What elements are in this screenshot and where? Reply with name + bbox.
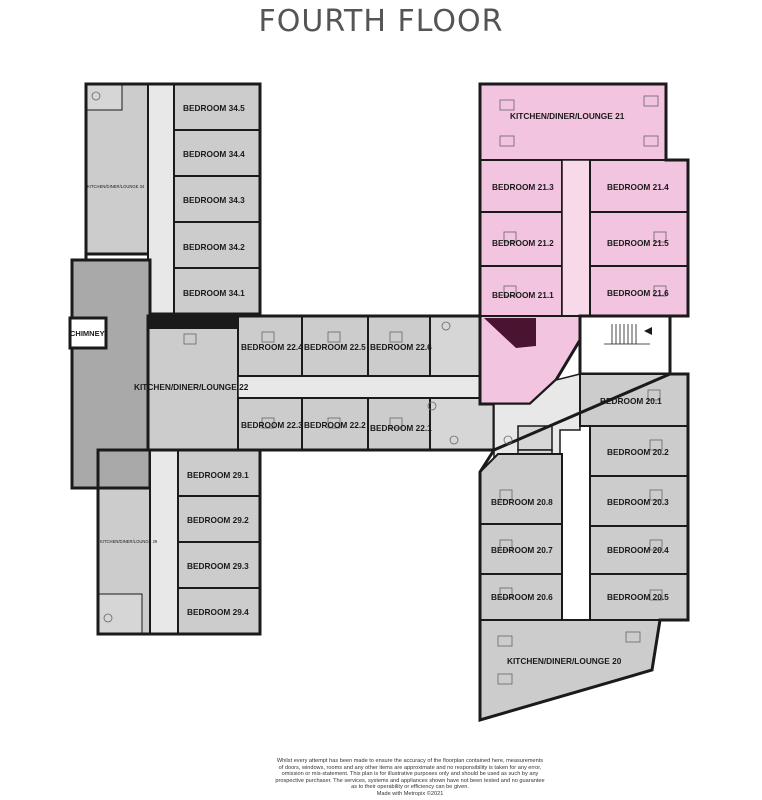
label-kitchen-34: KITCHEN/DINER/LOUNGE 34: [87, 184, 145, 189]
label-bedroom-22-3: BEDROOM 22.3: [241, 420, 303, 430]
wing-22: [146, 314, 496, 452]
label-bedroom-20-1: BEDROOM 20.1: [600, 396, 662, 406]
label-bedroom-21-3: BEDROOM 21.3: [492, 182, 554, 192]
bedroom-29-4[interactable]: [177, 587, 261, 635]
bathroom-29[interactable]: [97, 593, 143, 635]
label-bedroom-21-6: BEDROOM 21.6: [607, 288, 669, 298]
bedroom-21-3[interactable]: [479, 159, 563, 213]
disclaimer: Whilst every attempt has been made to en…: [240, 758, 580, 798]
label-bedroom-21-5: BEDROOM 21.5: [607, 238, 669, 248]
bedroom-20-7[interactable]: [479, 523, 563, 575]
bedroom-20-8[interactable]: [479, 453, 563, 525]
bathroom-22-b[interactable]: [429, 397, 495, 451]
label-bedroom-20-2: BEDROOM 20.2: [607, 447, 669, 457]
riser-21: [484, 318, 536, 348]
label-bedroom-29-3: BEDROOM 29.3: [187, 561, 249, 571]
corridor-21: [561, 159, 591, 317]
disclaimer-line: Made with Metropix ©2021: [376, 790, 444, 797]
corridor-34: [147, 83, 175, 315]
bedroom-22-1[interactable]: [367, 397, 431, 451]
bedroom-34-1[interactable]: [173, 267, 261, 315]
label-bedroom-34-1: BEDROOM 34.1: [183, 288, 245, 298]
wing-34: [84, 82, 262, 316]
kitchen-34[interactable]: [84, 82, 152, 256]
kitchen-22[interactable]: [147, 327, 239, 451]
bedroom-22-2[interactable]: [301, 397, 369, 451]
label-bedroom-22-5: BEDROOM 22.5: [304, 342, 366, 352]
kitchen-21[interactable]: [479, 83, 667, 161]
label-kitchen-21: KITCHEN/DINER/LOUNGE 21: [510, 111, 625, 121]
disclaimer-line: prospective purchaser. The services, sys…: [275, 777, 545, 784]
label-bedroom-20-3: BEDROOM 20.3: [607, 497, 669, 507]
stairwell-right: [578, 314, 672, 376]
label-bedroom-22-2: BEDROOM 22.2: [304, 420, 366, 430]
stair-block: [70, 258, 152, 490]
label-bedroom-29-1: BEDROOM 29.1: [187, 470, 249, 480]
label-bedroom-20-8: BEDROOM 20.8: [491, 497, 553, 507]
disclaimer-line: of doors, windows, rooms and any other i…: [278, 764, 542, 771]
bedroom-20-4[interactable]: [589, 525, 689, 575]
label-bedroom-20-4: BEDROOM 20.4: [607, 545, 669, 555]
riser-bar: [148, 316, 240, 328]
bedroom-20-2[interactable]: [589, 425, 689, 477]
label-bedroom-34-4: BEDROOM 34.4: [183, 149, 245, 159]
label-bedroom-21-2: BEDROOM 21.2: [492, 238, 554, 248]
label-bedroom-22-6: BEDROOM 22.6: [370, 342, 432, 352]
label-bedroom-29-4: BEDROOM 29.4: [187, 607, 249, 617]
label-bedroom-34-3: BEDROOM 34.3: [183, 195, 245, 205]
arrow-left-icon: [644, 327, 652, 335]
label-bedroom-34-2: BEDROOM 34.2: [183, 242, 245, 252]
corridor-22: [237, 375, 489, 399]
disclaimer-line: omission or mis-statement. This plan is …: [281, 771, 539, 778]
label-bedroom-20-7: BEDROOM 20.7: [491, 545, 553, 555]
fixtures: [91, 91, 667, 685]
label-bedroom-21-1: BEDROOM 21.1: [492, 290, 554, 300]
kitchen-20[interactable]: [479, 619, 662, 722]
bathroom-22-a[interactable]: [429, 315, 481, 377]
label-bedroom-34-5: BEDROOM 34.5: [183, 103, 245, 113]
label-bedroom-22-1: BEDROOM 22.1: [370, 423, 432, 433]
label-bedroom-20-6: BEDROOM 20.6: [491, 592, 553, 602]
wing-20: [478, 372, 690, 722]
label-bedroom-22-4: BEDROOM 22.4: [241, 342, 303, 352]
page-title: FOURTH FLOOR: [258, 4, 504, 39]
label-kitchen-29: KITCHEN/DINER/LOUNGE 29: [100, 539, 158, 544]
wing-29: [96, 448, 262, 636]
label-kitchen-22: KITCHEN/DINER/LOUNGE 22: [134, 382, 249, 392]
label-bedroom-20-5: BEDROOM 20.5: [607, 592, 669, 602]
disclaimer-line: as to their operability or efficiency ca…: [351, 784, 469, 791]
label-bedroom-21-4: BEDROOM 21.4: [607, 182, 669, 192]
bathroom-34[interactable]: [85, 83, 123, 111]
bedroom-22-3[interactable]: [237, 397, 303, 451]
label-bedroom-29-2: BEDROOM 29.2: [187, 515, 249, 525]
label-chimney: CHIMNEY: [70, 329, 105, 338]
chimney: [68, 316, 108, 350]
label-kitchen-20: KITCHEN/DINER/LOUNGE 20: [507, 656, 622, 666]
disclaimer-line: Whilst every attempt has been made to en…: [276, 758, 544, 764]
